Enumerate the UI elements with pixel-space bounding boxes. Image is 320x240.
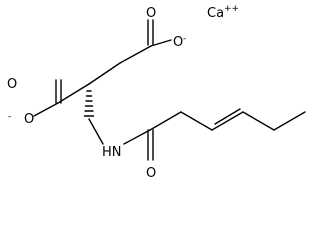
amide-group: HN O — [88, 118, 156, 181]
bond-cbeta-calpha — [88, 62, 121, 85]
alpha-carbonyl-oxygen: O — [7, 77, 17, 92]
alpha-carboxylate: O O - — [7, 77, 62, 127]
calcium-charge: ++ — [224, 4, 239, 14]
heptenoyl-chain — [149, 108, 306, 131]
bond-n-carbonyl — [123, 129, 151, 145]
stereo-hash-bond — [83, 90, 95, 117]
alpha-anion-charge: - — [8, 112, 11, 122]
bond-c-o-single — [33, 102, 59, 117]
bond-c3-c4-double-b — [214, 108, 241, 125]
calcium-symbol: Ca — [207, 6, 224, 21]
bond-c5-c6 — [273, 111, 306, 131]
gamma-anion-charge: - — [183, 34, 186, 44]
bond-c2-c3 — [180, 111, 213, 131]
bond-c4-c5 — [242, 111, 275, 131]
bond-c1-c2 — [149, 111, 182, 131]
bond-calpha-n — [88, 118, 104, 145]
alpha-anion-oxygen: O — [24, 112, 34, 127]
bond-c-o-single — [150, 39, 172, 47]
bond-c3-c4-double-a — [211, 111, 244, 131]
gamma-carboxylate: O O - — [146, 6, 186, 50]
bond-calpha-ccarboxyl — [57, 83, 90, 104]
amide-nitrogen: HN — [102, 145, 122, 160]
bond-cgamma-cbeta — [119, 45, 152, 64]
gamma-anion-oxygen: O — [173, 35, 183, 50]
glutamate-backbone — [57, 45, 152, 104]
gamma-carbonyl-oxygen: O — [146, 6, 156, 21]
calcium-ion: Ca ++ — [207, 4, 239, 21]
amide-oxygen: O — [146, 166, 156, 181]
molecule-structure: Ca ++ O O - O O - HN — [7, 4, 306, 181]
